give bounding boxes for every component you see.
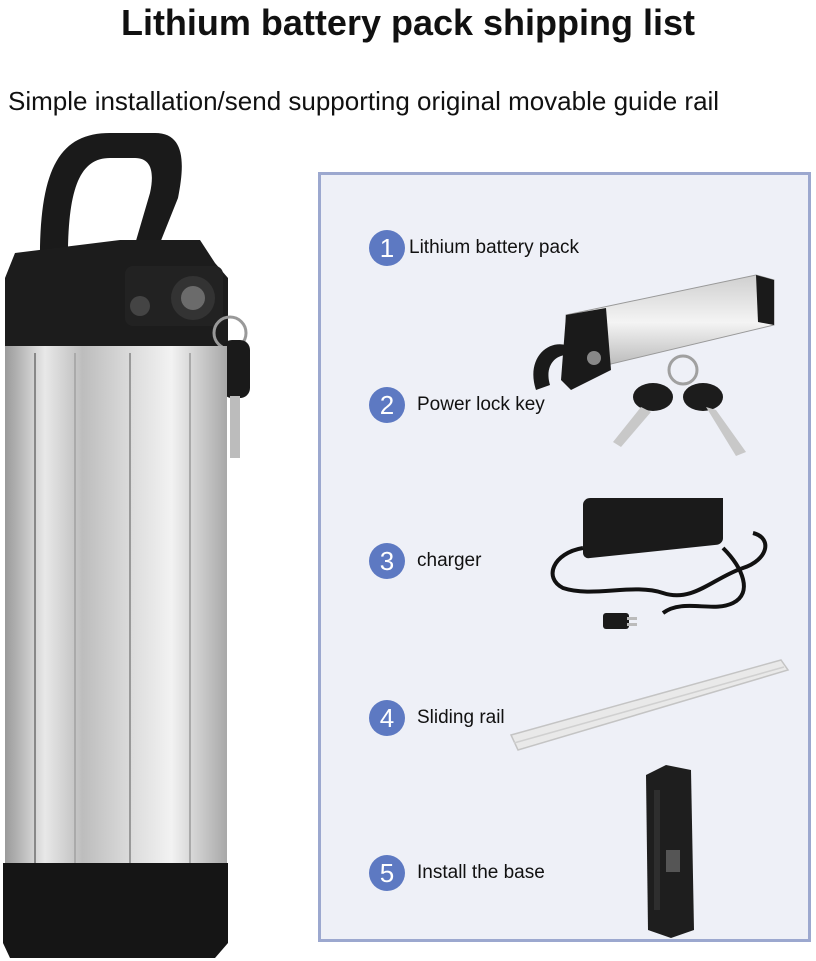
item-label: Lithium battery pack: [409, 237, 580, 258]
battery-pack-photo: [3, 133, 250, 958]
page-subtitle: Simple installation/send supporting orig…: [8, 86, 720, 116]
item-label: Sliding rail: [417, 707, 505, 728]
item-label: Power lock key: [417, 394, 545, 415]
item-label: charger: [417, 550, 482, 571]
item-number-badge: 5: [369, 855, 405, 891]
charger-thumbnail: [550, 498, 768, 629]
item-label: Install the base: [417, 862, 545, 883]
item-number-badge: 3: [369, 543, 405, 579]
item-number-badge: 4: [369, 700, 405, 736]
shipping-list-panel: 1 Lithium battery pack 2 Power lock key: [318, 172, 811, 942]
item-number-badge: 2: [369, 387, 405, 423]
sliding-rail-thumbnail: [509, 659, 790, 751]
item-number-badge: 1: [369, 230, 405, 266]
key-pair-thumbnail: [613, 354, 746, 456]
mounting-base-thumbnail: [646, 765, 694, 938]
battery-pack-thumbnail: [533, 274, 775, 390]
page-title: Lithium battery pack shipping list: [120, 2, 696, 43]
